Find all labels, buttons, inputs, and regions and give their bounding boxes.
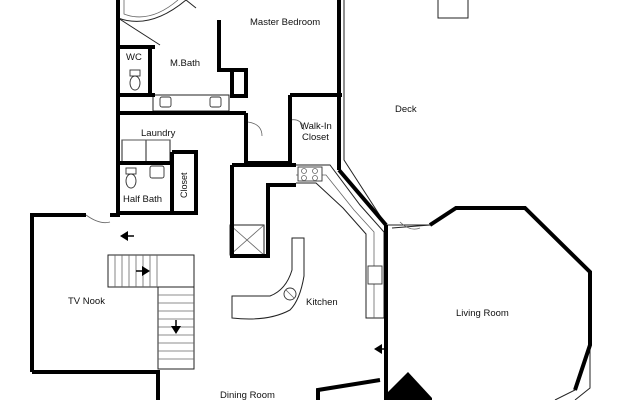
label-closet: Closet — [179, 172, 189, 198]
label-kitchen: Kitchen — [306, 297, 338, 308]
refrigerator — [229, 224, 265, 256]
dryer — [145, 139, 171, 163]
half-bath-toilet-icon — [125, 167, 137, 189]
kitchen-sink-icon — [367, 265, 383, 285]
label-half-bath: Half Bath — [123, 194, 162, 205]
arrow-left-icon — [374, 344, 382, 354]
arrow-right-icon — [142, 266, 150, 276]
fireplace-wedge — [388, 372, 432, 400]
sink-icon — [159, 96, 172, 108]
label-dining-room: Dining Room — [220, 390, 275, 400]
label-tv-nook: TV Nook — [68, 296, 105, 307]
label-wc: WC — [126, 52, 142, 63]
wall — [230, 165, 296, 258]
deck-outline — [343, 0, 591, 400]
kitchen-island — [231, 237, 305, 320]
wall — [170, 150, 198, 215]
island-sink-icon — [283, 287, 297, 301]
washer — [121, 139, 147, 163]
door-swing — [85, 214, 111, 224]
wall — [30, 213, 86, 372]
wall — [337, 168, 388, 227]
sink-icon — [209, 96, 222, 108]
wall — [217, 20, 248, 98]
label-deck: Deck — [395, 104, 417, 115]
half-bath-sink-icon — [149, 165, 165, 179]
wall — [428, 206, 592, 391]
wall — [32, 370, 160, 400]
wc-toilet-icon — [129, 69, 141, 91]
arrow-down-icon — [171, 326, 181, 334]
label-laundry: Laundry — [141, 128, 176, 139]
door-swing — [399, 221, 421, 230]
label-living-room: Living Room — [456, 308, 509, 319]
cooktop-icon — [297, 166, 323, 182]
bathtub — [117, 0, 187, 22]
kitchen-counter — [296, 164, 385, 319]
label-master-bedroom: Master Bedroom — [250, 17, 320, 28]
door-swing — [247, 121, 263, 137]
arrow-left-icon — [120, 231, 128, 241]
staircase — [107, 254, 195, 370]
label-m-bath: M.Bath — [170, 58, 200, 69]
label-walk-in-line1: Walk-In — [300, 121, 332, 132]
wall — [316, 378, 381, 400]
label-walk-in-line2: Closet — [302, 132, 329, 143]
living-room-walls — [391, 207, 591, 400]
